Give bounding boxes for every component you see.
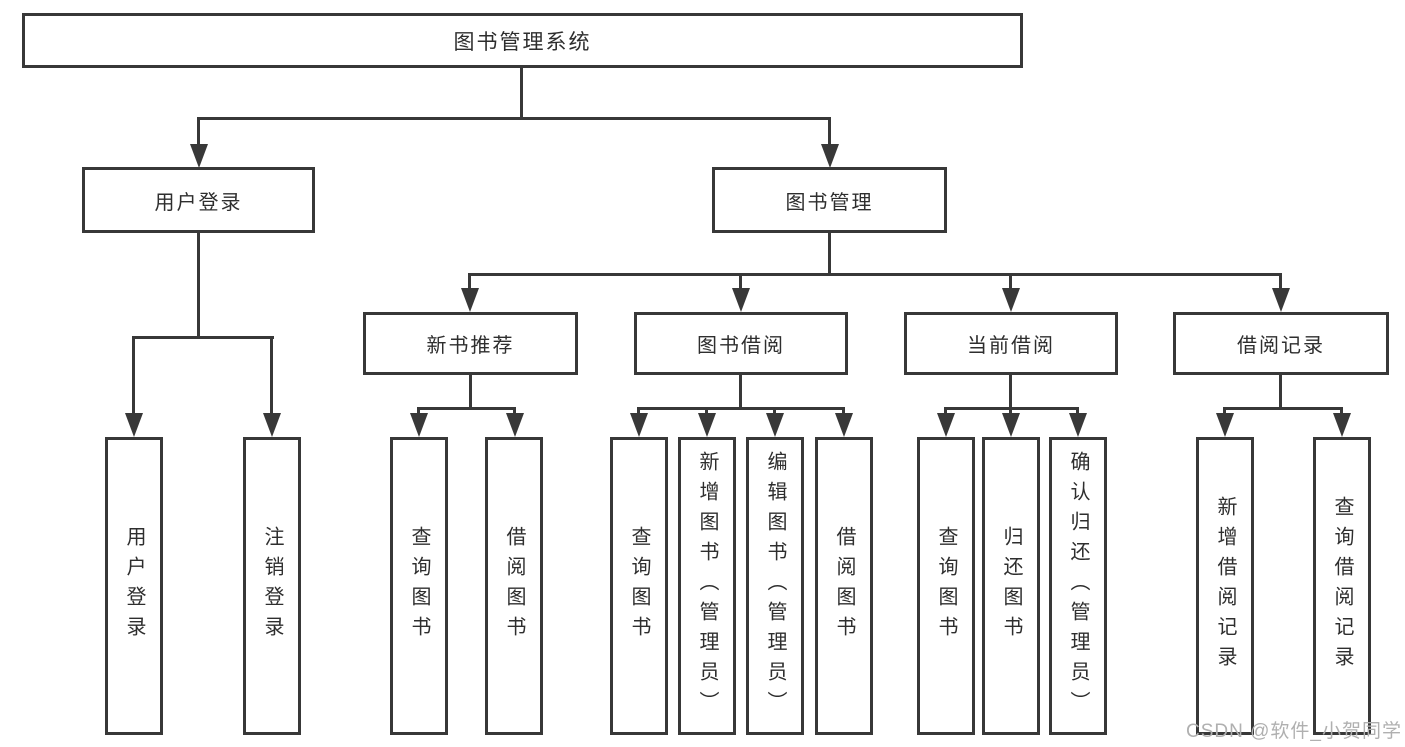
leaf-return-books: 归还图书 xyxy=(982,437,1040,735)
leaf-label: 新增借阅记录 xyxy=(1214,496,1236,676)
leaf-query-books: 查询图书 xyxy=(917,437,975,735)
arrow-down-icon xyxy=(1069,413,1087,437)
leaf-label: 编辑图书（管理员） xyxy=(764,451,786,721)
connector-vline xyxy=(828,117,831,150)
node-borrowing-records: 借阅记录 xyxy=(1173,312,1389,375)
connector-vline xyxy=(828,233,831,273)
node-book-borrowing: 图书借阅 xyxy=(634,312,848,375)
node-book-management: 图书管理 xyxy=(712,167,947,233)
connector-vline xyxy=(944,407,947,417)
leaf-borrow-books: 借阅图书 xyxy=(485,437,543,735)
leaf-label: 用户登录 xyxy=(123,526,145,646)
connector-vline xyxy=(197,233,200,336)
leaf-edit-books-admin: 编辑图书（管理员） xyxy=(746,437,804,735)
connector-vline xyxy=(637,407,640,417)
connector-vline xyxy=(1279,273,1282,292)
arrow-down-icon xyxy=(1216,413,1234,437)
leaf-borrow-books: 借阅图书 xyxy=(815,437,873,735)
connector-vline xyxy=(468,273,471,292)
leaf-add-borrow-record: 新增借阅记录 xyxy=(1196,437,1254,735)
leaf-add-books-admin: 新增图书（管理员） xyxy=(678,437,736,735)
leaf-label: 借阅图书 xyxy=(503,526,525,646)
connector-hline xyxy=(468,273,1282,276)
leaf-label: 查询图书 xyxy=(628,526,650,646)
leaf-label: 查询借阅记录 xyxy=(1331,496,1353,676)
arrow-down-icon xyxy=(1002,288,1020,312)
leaf-query-books: 查询图书 xyxy=(390,437,448,735)
leaf-label: 注销登录 xyxy=(261,526,283,646)
arrow-down-icon xyxy=(410,413,428,437)
arrow-down-icon xyxy=(766,413,784,437)
connector-vline xyxy=(842,407,845,417)
leaf-label: 归还图书 xyxy=(1000,526,1022,646)
connector-vline xyxy=(270,336,273,417)
arrow-down-icon xyxy=(190,144,208,168)
leaf-confirm-return-admin: 确认归还（管理员） xyxy=(1049,437,1107,735)
connector-vline xyxy=(1076,407,1079,417)
arrow-down-icon xyxy=(461,288,479,312)
arrow-down-icon xyxy=(125,413,143,437)
node-user-login: 用户登录 xyxy=(82,167,315,233)
leaf-user-login: 用户登录 xyxy=(105,437,163,735)
arrow-down-icon xyxy=(1333,413,1351,437)
leaf-query-borrow-record: 查询借阅记录 xyxy=(1313,437,1371,735)
connector-vline xyxy=(1223,407,1226,417)
arrow-down-icon xyxy=(835,413,853,437)
connector-hline xyxy=(132,336,274,339)
leaf-label: 借阅图书 xyxy=(833,526,855,646)
arrow-down-icon xyxy=(937,413,955,437)
arrow-down-icon xyxy=(1002,413,1020,437)
connector-vline xyxy=(1009,407,1012,417)
connector-vline xyxy=(469,375,472,407)
arrow-down-icon xyxy=(732,288,750,312)
connector-hline xyxy=(417,407,516,410)
connector-vline xyxy=(132,336,135,417)
arrow-down-icon xyxy=(630,413,648,437)
connector-vline xyxy=(417,407,420,417)
connector-vline xyxy=(739,273,742,292)
connector-vline xyxy=(1279,375,1282,407)
node-current-borrowing: 当前借阅 xyxy=(904,312,1118,375)
connector-vline xyxy=(513,407,516,417)
connector-vline xyxy=(739,375,742,407)
connector-hline xyxy=(1223,407,1343,410)
connector-vline xyxy=(1009,375,1012,407)
leaf-label: 确认归还（管理员） xyxy=(1067,451,1089,721)
leaf-label: 查询图书 xyxy=(935,526,957,646)
connector-hline xyxy=(637,407,845,410)
connector-vline xyxy=(1009,273,1012,292)
connector-vline xyxy=(773,407,776,417)
connector-vline xyxy=(705,407,708,417)
arrow-down-icon xyxy=(698,413,716,437)
leaf-query-books: 查询图书 xyxy=(610,437,668,735)
arrow-down-icon xyxy=(821,144,839,168)
connector-vline xyxy=(520,68,523,117)
arrow-down-icon xyxy=(263,413,281,437)
connector-vline xyxy=(197,117,200,150)
arrow-down-icon xyxy=(506,413,524,437)
csdn-watermark: CSDN @软件_小贺同学 xyxy=(1186,721,1402,742)
arrow-down-icon xyxy=(1272,288,1290,312)
leaf-logout: 注销登录 xyxy=(243,437,301,735)
leaf-label: 新增图书（管理员） xyxy=(696,451,718,721)
node-library-management-system: 图书管理系统 xyxy=(22,13,1023,68)
connector-hline xyxy=(197,117,831,120)
node-new-book-recommend: 新书推荐 xyxy=(363,312,578,375)
leaf-label: 查询图书 xyxy=(408,526,430,646)
connector-vline xyxy=(1340,407,1343,417)
